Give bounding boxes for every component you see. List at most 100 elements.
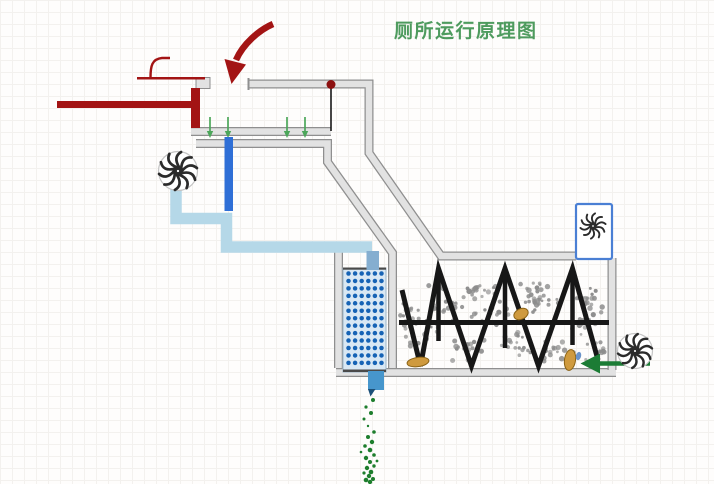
filter-hole — [379, 315, 384, 321]
filter-hole — [352, 308, 358, 313]
gravel-dot — [547, 352, 553, 358]
gravel-dot — [518, 281, 523, 287]
filter-hole — [372, 345, 378, 351]
pipe-node-dot — [326, 80, 336, 89]
gravel-dot — [555, 297, 559, 301]
filter-hole — [372, 323, 378, 328]
fan-blade — [582, 226, 592, 236]
filter-hole — [366, 338, 371, 343]
gravel-dot — [468, 341, 474, 347]
filter-hole — [372, 293, 378, 299]
filter-hole — [372, 278, 378, 284]
filter-hole — [352, 338, 358, 343]
gravel-dot — [561, 347, 568, 353]
compost-drop — [372, 453, 376, 457]
fan-blade — [637, 344, 654, 353]
toilet-room-walls — [57, 56, 205, 128]
filter-hole — [379, 271, 384, 276]
fan-blade — [594, 221, 607, 227]
fan-blade — [621, 351, 634, 365]
gravel-dot — [526, 348, 530, 353]
gravel-dot — [465, 286, 470, 291]
filter-hole — [352, 301, 358, 306]
fan-blade — [636, 351, 652, 361]
compost-drop — [371, 398, 375, 402]
gravel-dot — [460, 304, 465, 310]
filter-hole — [359, 353, 364, 358]
gravel-dot — [593, 288, 598, 293]
gravel-dot — [398, 313, 403, 318]
filter-hole — [366, 286, 371, 291]
filter-hole — [379, 360, 384, 366]
filter-hole — [379, 323, 384, 328]
gravel-dot — [520, 347, 525, 353]
filter-box — [342, 267, 387, 373]
filter-hole — [372, 301, 378, 306]
fan-hub-center — [592, 225, 594, 227]
filter-hole — [366, 308, 371, 313]
filter-hole — [352, 293, 358, 299]
filter-hole — [346, 286, 351, 291]
blue-debris — [575, 351, 582, 361]
filter-hole — [379, 353, 384, 358]
fan-blade — [590, 212, 596, 225]
fan-blade — [163, 171, 177, 186]
vent-fan-icon — [579, 212, 607, 240]
waste-blob — [406, 356, 430, 368]
auger-zigzag — [399, 258, 601, 374]
drain-pipe — [368, 371, 384, 390]
gravel-dot — [523, 300, 528, 304]
filter-hole — [359, 286, 364, 291]
gravel-dot — [585, 342, 590, 346]
filter-hole — [352, 286, 358, 291]
filter-hole — [346, 308, 351, 313]
filter-hole — [366, 293, 371, 299]
gravel-dot — [456, 345, 460, 349]
fan-blade — [179, 156, 193, 171]
compost-drop — [359, 450, 363, 454]
gravel-dot — [598, 340, 603, 345]
fan-blade — [616, 349, 633, 358]
filter-hole — [366, 271, 371, 276]
gravel-dot — [483, 308, 487, 312]
gravel-dot — [470, 346, 475, 351]
gravel-dot — [547, 298, 551, 302]
ceiling-wall-fill — [248, 80, 576, 260]
gravel-dot — [450, 358, 456, 363]
gravel-dot — [454, 301, 458, 305]
gravel-dot — [587, 305, 593, 311]
compost-drop — [372, 430, 376, 434]
gravel-dot — [470, 293, 474, 297]
gravel-dot — [531, 281, 535, 285]
compost-drop — [367, 479, 373, 484]
gravel-dot — [521, 335, 524, 339]
compost-drops — [359, 398, 379, 484]
gravel-dot — [499, 343, 504, 347]
gravel-dot — [471, 339, 477, 345]
gravel-dot — [403, 326, 408, 331]
filter-hole — [372, 308, 378, 313]
gravel-dot — [533, 302, 540, 308]
filter-hole — [366, 360, 371, 366]
compost-drop — [363, 455, 369, 461]
gravel-dot — [508, 340, 513, 345]
filter-hole — [366, 278, 371, 284]
fan-blade — [179, 171, 197, 182]
filter-hole — [352, 345, 358, 351]
gravel-dot — [471, 287, 476, 292]
fan-blade — [594, 216, 604, 226]
fan-blade — [632, 332, 639, 349]
gravel-dot — [552, 345, 558, 351]
gravel-dot — [497, 299, 502, 304]
filter-hole — [366, 330, 371, 336]
gravel-dot — [599, 310, 604, 315]
compost-drop — [369, 439, 375, 445]
gravel-dot — [515, 341, 519, 344]
filter-hole — [379, 293, 384, 299]
filter-hole — [379, 330, 384, 336]
compost-drop — [363, 477, 369, 483]
filter-hole — [359, 293, 364, 299]
gravel-dot — [579, 333, 583, 336]
filter-holes — [346, 271, 384, 366]
filter-hole — [346, 271, 351, 276]
